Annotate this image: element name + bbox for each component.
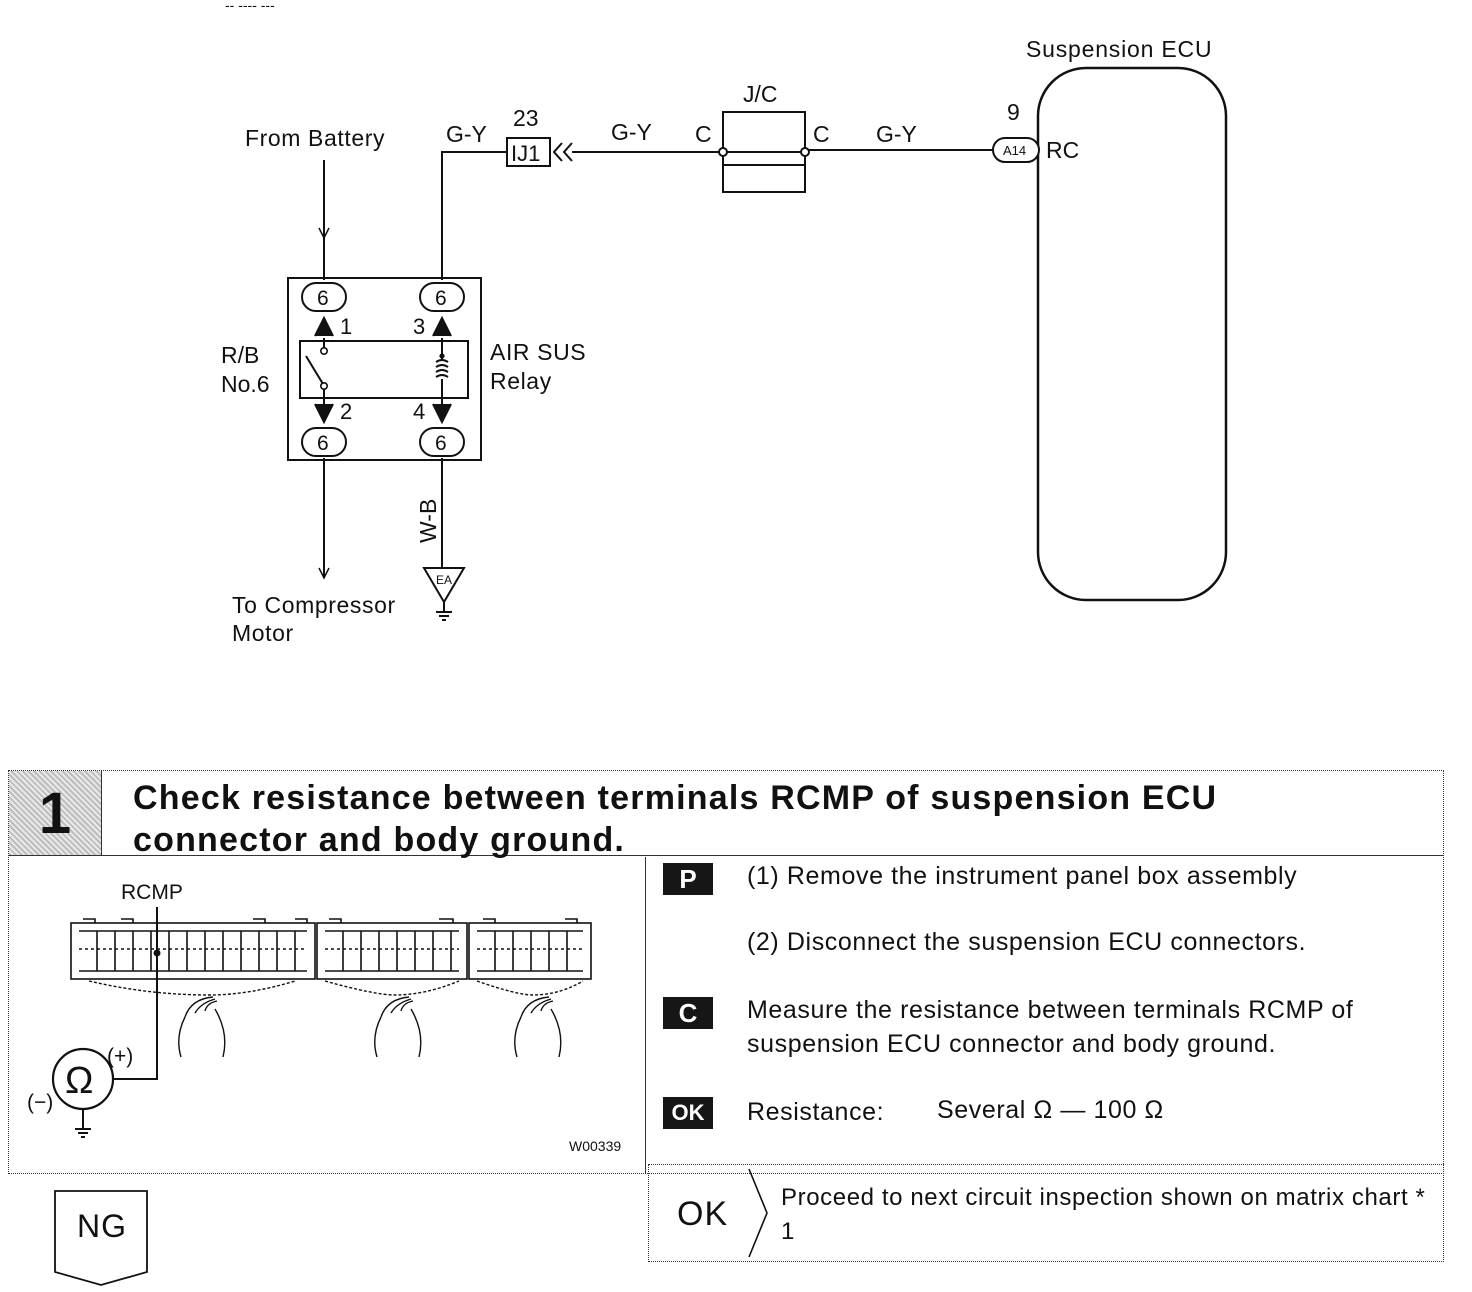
- rb-label-line1: R/B: [221, 342, 259, 368]
- pin-2-label: 2: [340, 399, 352, 424]
- figure-code: W00339: [569, 1138, 621, 1154]
- wire-color-label-gy-left: G-Y: [446, 121, 487, 147]
- ecu-pin-number: 9: [1007, 99, 1020, 125]
- wire-harness-bundles: [88, 980, 584, 1058]
- rb-connector-label-top-right: 6: [435, 287, 447, 310]
- ng-result-box: NG: [54, 1190, 150, 1286]
- wiring-schematic: -- ---- --- Suspension ECU J/C C C G-Y 9…: [221, 0, 1228, 646]
- positive-probe-label: (+): [107, 1045, 133, 1068]
- preparation-badge: P: [663, 863, 713, 895]
- ground-point-label: EA: [436, 573, 452, 587]
- ij1-connector-label: IJ1: [511, 141, 540, 166]
- preparation-step-2: (2) Disconnect the suspension ECU connec…: [747, 928, 1307, 956]
- pin-1-label: 1: [340, 314, 352, 339]
- suspension-ecu-body: [1036, 66, 1228, 602]
- relay-switch-blade: [305, 355, 324, 385]
- to-compressor-label-line1: To Compressor: [232, 592, 396, 618]
- ecu-terminal-label: RC: [1046, 137, 1079, 163]
- pin2-terminal-mark: [314, 403, 334, 425]
- ecu-connector-housings: [70, 918, 592, 980]
- relay-coil: [435, 338, 449, 404]
- ground-point-triangle: [422, 567, 466, 604]
- ground-symbol-icon: [436, 602, 452, 621]
- pin3-terminal-mark: [432, 315, 452, 337]
- rb-connector-oval-bottom-left: [301, 427, 347, 457]
- relay-switch-contact-top: [319, 346, 328, 355]
- connector-figure-panel: RCMP: [9, 857, 646, 1173]
- ecu-connector-code: A14: [1003, 143, 1026, 158]
- from-battery-label: From Battery: [245, 125, 385, 151]
- rb-connector-oval-top-left: [301, 282, 347, 312]
- preparation-step-1: (1) Remove the instrument panel box asse…: [747, 862, 1298, 890]
- jc-label: J/C: [743, 81, 778, 107]
- rcmp-probe-point: [153, 949, 161, 957]
- negative-probe-label: (−): [27, 1091, 53, 1114]
- step-header: 1 Check resistance between terminals RCM…: [9, 771, 1443, 859]
- check-badge: C: [663, 997, 713, 1029]
- ok-spec-badge: OK: [663, 1097, 713, 1129]
- wire-color-label-gy-right: G-Y: [876, 121, 917, 147]
- ij1-pin-number: 23: [513, 105, 539, 131]
- rb-connector-label-bottom-left: 6: [317, 432, 329, 455]
- pin1-terminal-mark: [314, 315, 334, 337]
- step-number: 1: [9, 771, 102, 855]
- ok-result-text: Proceed to next circuit inspection shown…: [781, 1184, 1426, 1245]
- relay-block-box: [287, 277, 482, 461]
- spec-label: Resistance:: [747, 1098, 885, 1126]
- air-sus-relay-body: [299, 340, 469, 399]
- step-title: Check resistance between terminals RCMP …: [133, 779, 1218, 859]
- body-ground-icon: [75, 1128, 91, 1138]
- ij1-connector-arrow: [552, 142, 573, 162]
- jc-left-terminal: [718, 147, 728, 157]
- ok-result-arrow: [748, 1168, 768, 1258]
- compressor-arrow-head: [318, 567, 330, 580]
- inspection-step-box: 1 Check resistance between terminals RCM…: [8, 770, 1444, 1174]
- relay-label-line1: AIR SUS: [490, 339, 586, 365]
- pin-4-label: 4: [413, 399, 425, 424]
- ok-result-label: OK: [677, 1195, 729, 1233]
- pin-3-label: 3: [413, 314, 425, 339]
- rb-connector-label-top-left: 6: [317, 287, 329, 310]
- ecu-label: Suspension ECU: [1026, 36, 1212, 62]
- ok-result-box: OK Proceed to next circuit inspection sh…: [648, 1164, 1444, 1262]
- connector-figure: RCMP: [27, 881, 621, 1154]
- ohm-meter-icon: Ω: [65, 1060, 93, 1102]
- wire-relay-to-ij1: [441, 151, 507, 280]
- jc-right-terminal: [800, 147, 810, 157]
- battery-arrow-head: [318, 227, 330, 240]
- ng-result-label: NG: [77, 1208, 127, 1244]
- rb-connector-label-bottom-right: 6: [435, 432, 447, 455]
- wire-color-label-gy-middle: G-Y: [611, 119, 652, 145]
- procedure-panel: P (1) Remove the instrument panel box as…: [647, 857, 1443, 1173]
- rb-connector-oval-top-right: [419, 282, 465, 312]
- positive-probe-lead: [111, 907, 158, 1080]
- jc-left-pin-label: C: [695, 121, 712, 147]
- pin4-terminal-mark: [432, 403, 452, 425]
- rb-label-line2: No.6: [221, 371, 270, 397]
- rcmp-pin-label: RCMP: [121, 881, 183, 904]
- check-instruction: Measure the resistance between terminals…: [747, 996, 1354, 1058]
- ng-arrow-shape: [54, 1190, 148, 1286]
- jc-right-pin-label: C: [813, 121, 830, 147]
- to-compressor-label-line2: Motor: [232, 620, 294, 646]
- spec-value: Several Ω — 100 Ω: [937, 1096, 1164, 1124]
- ecu-connector-oval: [992, 137, 1040, 163]
- wire-color-label-wb: W-B: [415, 499, 441, 543]
- rb-connector-oval-bottom-right: [419, 427, 465, 457]
- relay-label-line2: Relay: [490, 368, 552, 394]
- top-scrap-text: -- ---- ---: [225, 0, 275, 13]
